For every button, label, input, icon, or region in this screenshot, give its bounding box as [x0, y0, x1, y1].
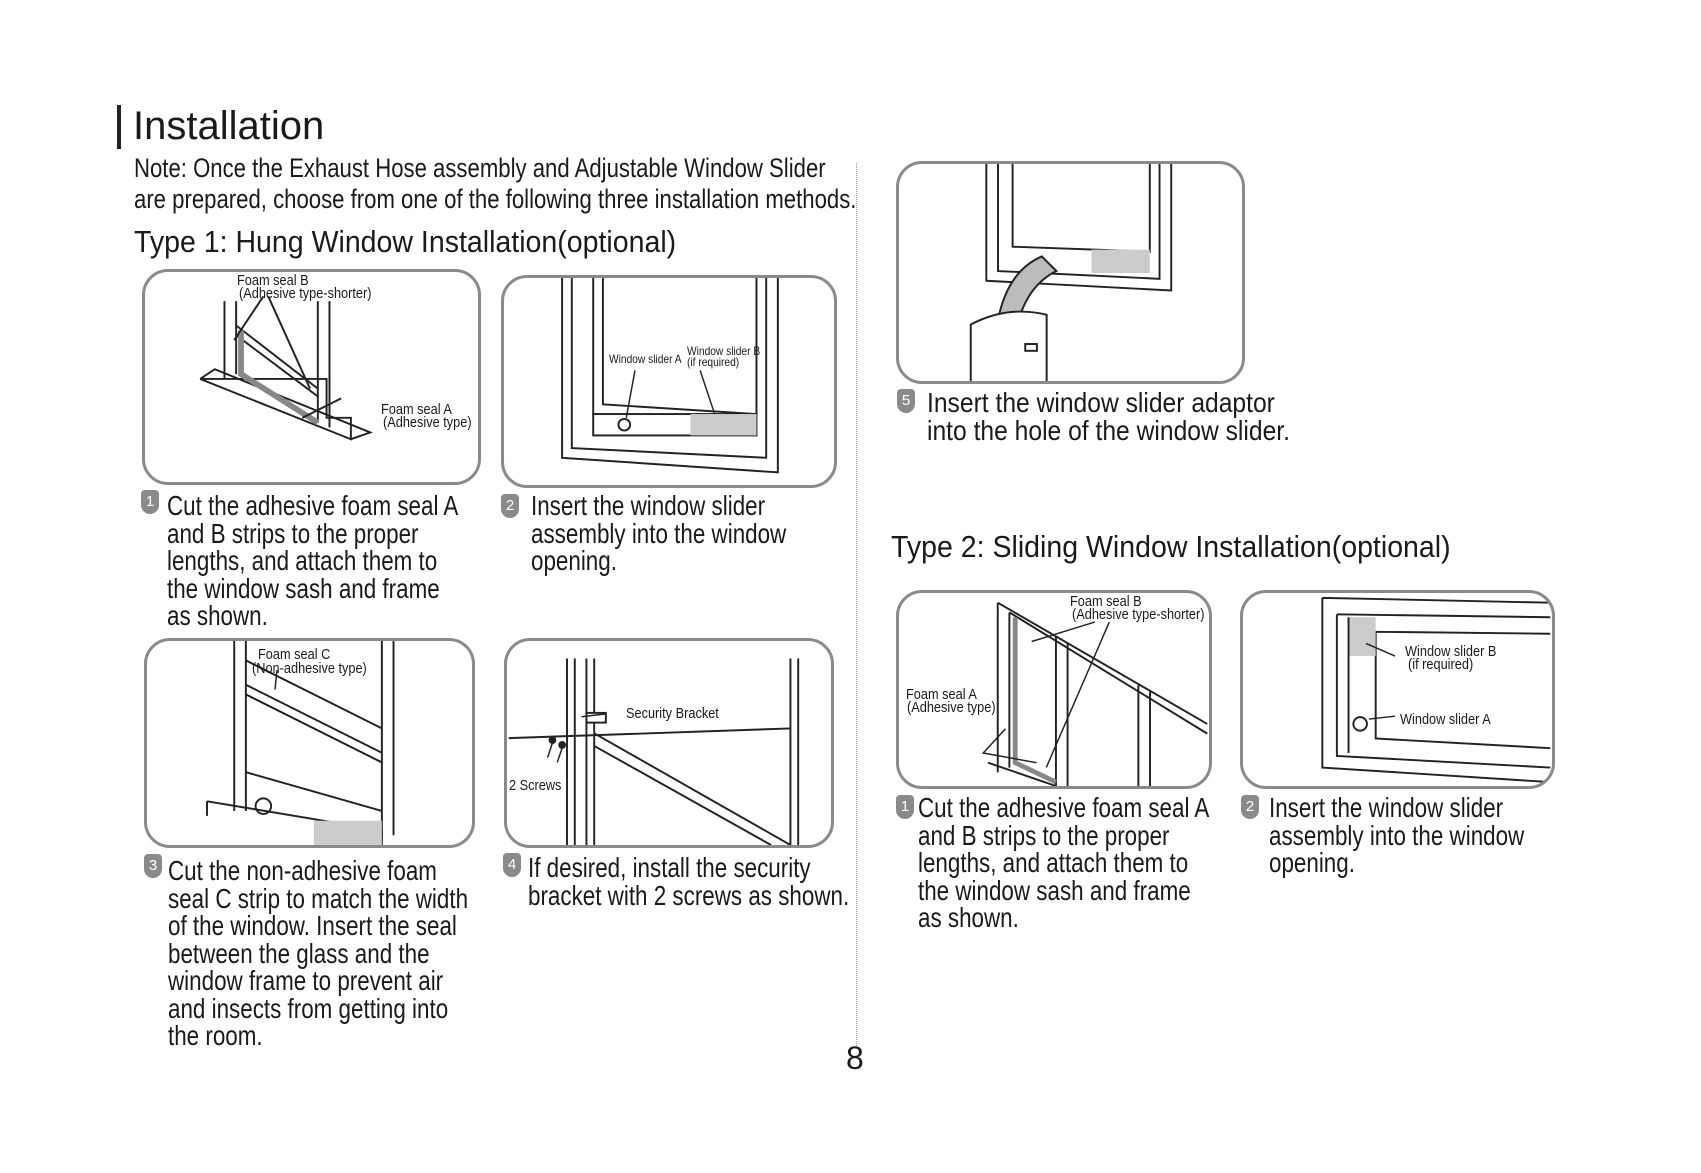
label-foam-seal-a: Foam seal A	[906, 686, 977, 703]
type2-heading: Type 2: Sliding Window Installation(opti…	[891, 529, 1451, 564]
caption-line: into the hole of the window slider.	[927, 414, 1290, 446]
caption-line: Cut the adhesive foam seal A	[918, 792, 1210, 823]
step-number-badge: 2	[501, 494, 519, 518]
label-if-required: (if required)	[687, 355, 740, 369]
note-line: are prepared, choose from one of the fol…	[134, 184, 857, 214]
step-number-badge: 5	[897, 389, 915, 413]
caption-line: lengths, and attach them to	[167, 545, 438, 576]
step-number-badge: 3	[144, 854, 162, 878]
caption-line: bracket with 2 screws as shown.	[528, 879, 850, 911]
caption-line: opening.	[531, 545, 617, 576]
label-window-slider-a: Window slider A	[609, 352, 682, 366]
step-number-badge: 4	[503, 853, 521, 877]
page-number: 8	[846, 1040, 864, 1076]
step-number-badge: 2	[1241, 795, 1259, 819]
caption-line: assembly into the window	[1269, 819, 1525, 851]
label-window-slider-b: Window slider B	[1405, 643, 1497, 660]
note-line: Note: Once the Exhaust Hose assembly and…	[134, 153, 826, 183]
label-foam-seal-c: Foam seal C	[258, 646, 331, 663]
type1-heading: Type 1: Hung Window Installation(optiona…	[134, 224, 677, 259]
label-foam-seal-b: Foam seal B	[237, 272, 309, 289]
caption-line: assembly into the window	[531, 517, 787, 549]
label-foam-seal-b-type: (Adhesive type-shorter)	[1072, 606, 1205, 623]
caption-line: seal C strip to match the width	[168, 882, 469, 914]
caption-line: of the window. Insert the seal	[168, 910, 457, 941]
step5-illustration	[896, 161, 1245, 384]
caption-line: Insert the window slider	[531, 490, 766, 521]
caption-line: and B strips to the proper	[167, 517, 419, 549]
label-foam-seal-a-type: (Adhesive type)	[907, 699, 996, 716]
caption-line: between the glass and the	[168, 937, 430, 969]
caption-line: the window sash and frame	[167, 572, 440, 604]
title-accent-bar	[117, 105, 121, 149]
caption-line: Cut the non-adhesive foam	[168, 855, 437, 886]
label-window-slider-b: Window slider B	[687, 344, 761, 358]
label-foam-seal-c-type: (Non-adhesive type)	[252, 660, 367, 677]
step1-illustration: Foam seal B (Adhesive type-shorter) Foam…	[142, 269, 481, 485]
column-divider	[856, 163, 857, 1046]
step2-illustration: Window slider A Window slider B (if requ…	[501, 275, 837, 488]
label-if-required: (if required)	[1408, 656, 1474, 673]
caption-line: as shown.	[918, 902, 1019, 933]
intro-note: Note: Once the Exhaust Hose assembly and…	[134, 153, 856, 215]
page-title: Installation	[133, 104, 325, 148]
caption-line: and insects from getting into	[168, 992, 449, 1024]
type2-step2-illustration: Window slider B (if required) Window sli…	[1240, 590, 1555, 789]
caption-line: If desired, install the security	[528, 852, 811, 883]
caption-line: as shown.	[167, 600, 268, 631]
label-2-screws: 2 Screws	[509, 777, 562, 794]
step-number-badge: 1	[896, 795, 914, 819]
label-foam-seal-b: Foam seal B	[1070, 593, 1142, 610]
caption-line: Cut the adhesive foam seal A	[167, 490, 459, 521]
caption-line: Insert the window slider adaptor	[927, 387, 1275, 418]
step4-illustration: Security Bracket 2 Screws	[504, 638, 834, 848]
label-foam-seal-a-type: (Adhesive type)	[383, 414, 472, 431]
caption-line: Insert the window slider	[1269, 792, 1504, 823]
caption-line: lengths, and attach them to	[918, 847, 1189, 878]
caption-line: and B strips to the proper	[918, 819, 1170, 851]
step3-illustration: Foam seal C (Non-adhesive type)	[144, 638, 475, 848]
caption-line: opening.	[1269, 847, 1355, 878]
label-foam-seal-b-type: (Adhesive type-shorter)	[239, 285, 372, 302]
label-foam-seal-a: Foam seal A	[381, 401, 452, 418]
label-security-bracket: Security Bracket	[626, 705, 719, 722]
label-window-slider-a: Window slider A	[1400, 711, 1491, 728]
caption-line: window frame to prevent air	[168, 965, 444, 996]
type2-step1-illustration: Foam seal B (Adhesive type-shorter) Foam…	[896, 590, 1212, 789]
caption-line: the window sash and frame	[918, 874, 1191, 906]
step-number-badge: 1	[141, 490, 159, 514]
caption-line: the room.	[168, 1020, 263, 1051]
